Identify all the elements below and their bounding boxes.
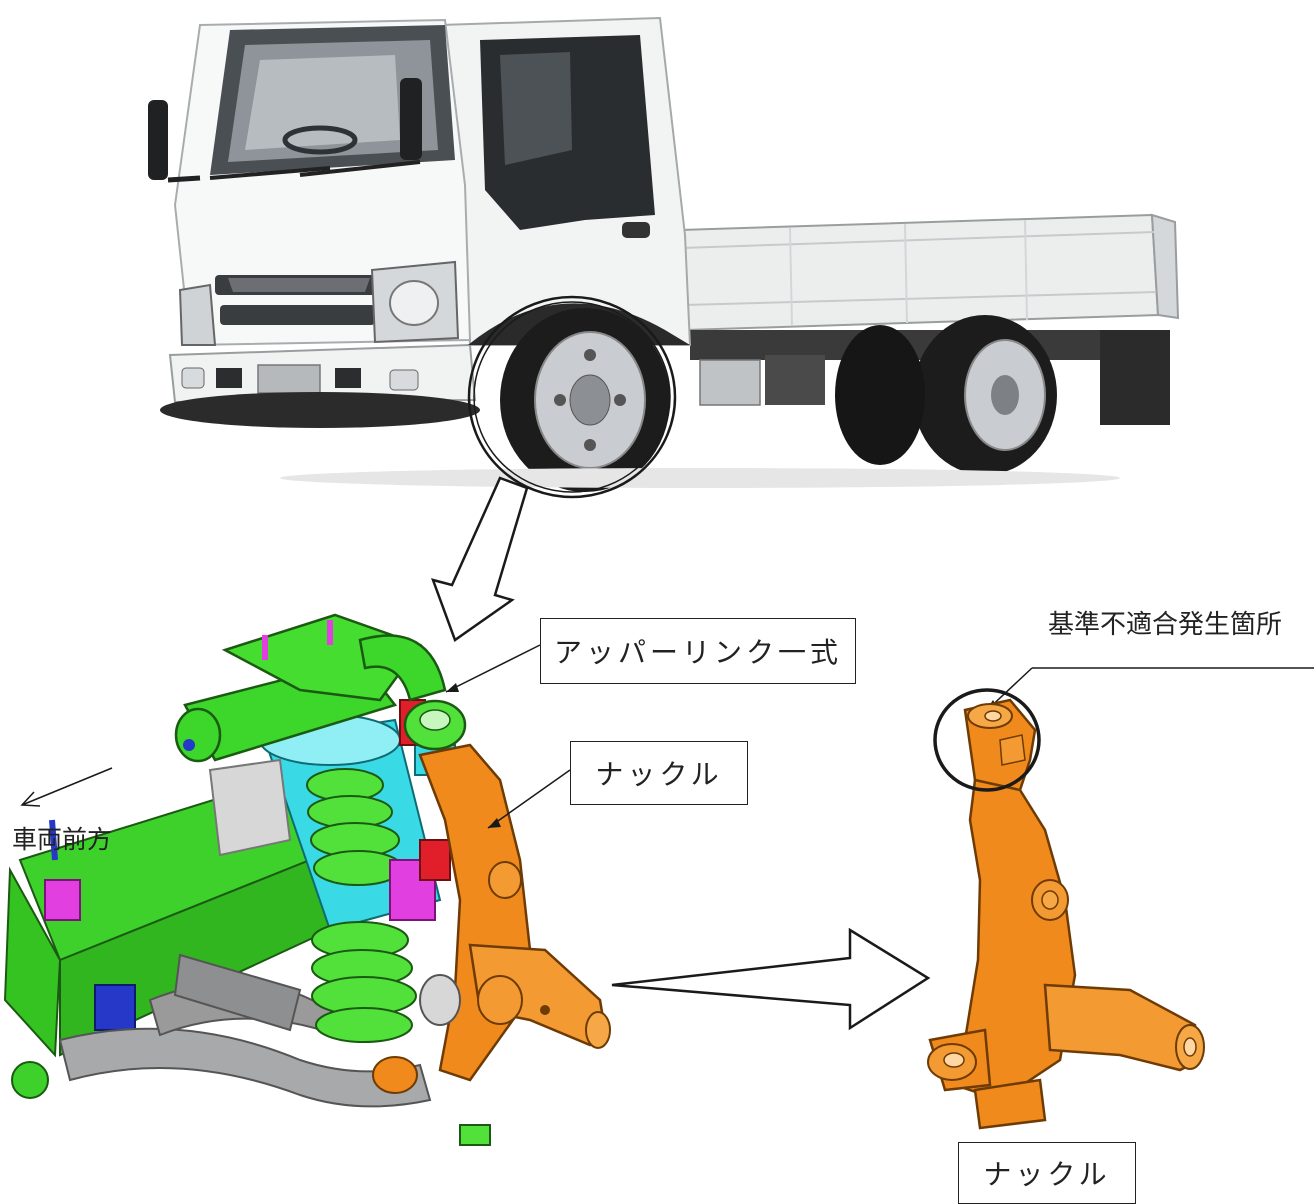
vehicle-front-label: 車両前方 [12, 825, 113, 854]
nonconformity-circle [933, 688, 1041, 792]
truck-cab [148, 16, 692, 428]
rear-wheel [835, 315, 1057, 475]
upper-link-label: アッパーリンク一式 [540, 618, 856, 684]
knuckle-label-main: ナックル [570, 741, 748, 805]
vehicle-front-arrow [20, 767, 113, 807]
front-wheel [500, 308, 670, 492]
lower-arm [58, 953, 432, 1108]
zoom-arrow-right [611, 927, 931, 1031]
suspension-assembly [3, 613, 611, 1146]
cargo-bed [678, 213, 1180, 425]
knuckle-detail [927, 698, 1205, 1130]
knuckle-on-assembly [372, 743, 611, 1094]
coil-spring [306, 768, 417, 1043]
truck-image [148, 16, 1180, 492]
knuckle-label-detail: ナックル [958, 1142, 1136, 1204]
nonconformity-location-label: 基準不適合発生箇所 [1048, 610, 1283, 640]
upper-link [174, 613, 467, 763]
zoom-arrow-down [431, 476, 529, 642]
wheel-highlight-circle [467, 295, 677, 499]
